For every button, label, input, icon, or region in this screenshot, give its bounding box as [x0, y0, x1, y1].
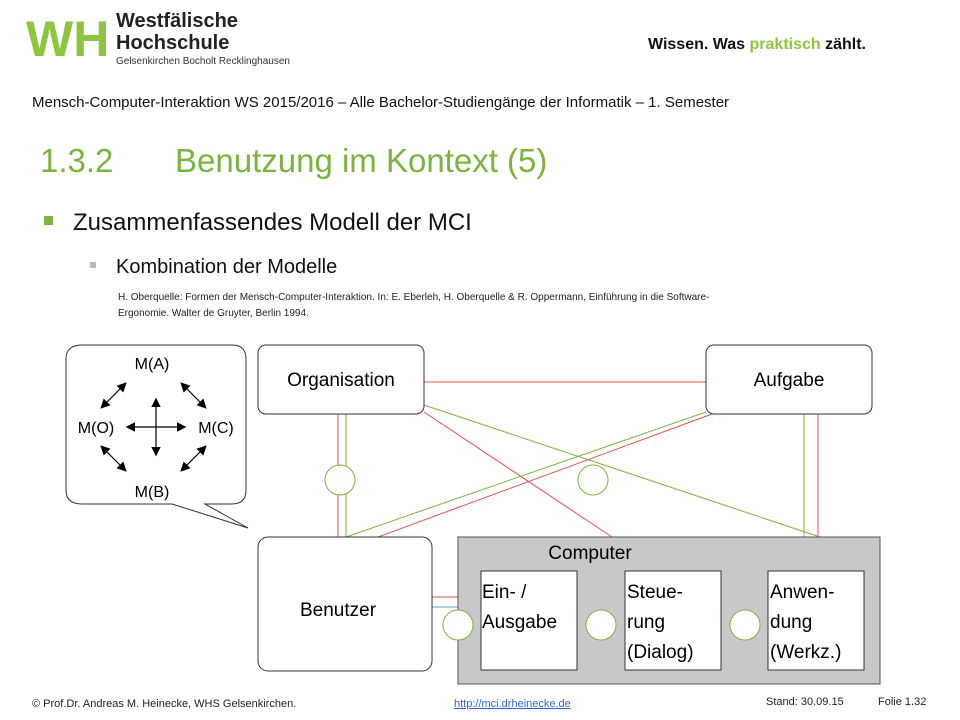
io-label-line2: Ausgabe	[482, 612, 557, 633]
benutzer-box	[257, 536, 433, 672]
benutzer-label: Benutzer	[300, 600, 377, 621]
slogan-part3: zählt.	[820, 36, 866, 53]
dialog-label-line2: rung	[627, 612, 665, 633]
organisation-box	[257, 344, 425, 415]
bubble-label-m-a: M(A)	[135, 356, 170, 373]
footer-stand: Stand: 30.09.15	[766, 696, 844, 708]
bullet-level2: Kombination der Modelle	[90, 256, 337, 279]
footer-link[interactable]: http://mci.drheinecke.de	[454, 698, 571, 710]
section-number: 1.3.2	[40, 142, 114, 179]
arrow-a-c	[180, 382, 207, 409]
university-name-line2: Hochschule	[116, 32, 230, 54]
line-org-computer-red	[423, 411, 613, 538]
io-box	[480, 570, 578, 671]
io-label-line1: Ein- /	[482, 582, 527, 603]
bullet-square-icon	[44, 216, 53, 226]
bubble-label-m-b: M(B)	[135, 484, 170, 501]
interface-circle-io-dialog	[585, 609, 617, 641]
interface-circle-user-io	[442, 609, 474, 641]
line-org-computer-green	[423, 404, 821, 538]
section-title: Benutzung im Kontext (5)	[175, 142, 548, 179]
dialog-label-line1: Steue-	[627, 582, 683, 603]
bullet-level1-text: Zusammenfassendes Modell der MCI	[73, 209, 472, 236]
bullet-square-small-icon	[90, 261, 96, 268]
slogan-highlight: praktisch	[749, 36, 821, 53]
footer-slide-number: Folie 1.32	[878, 696, 927, 708]
dialog-label-line3: (Dialog)	[627, 642, 694, 663]
university-cities: Gelsenkirchen Bocholt Recklinghausen	[116, 56, 290, 67]
interface-circle-org	[324, 464, 356, 496]
arrow-a-o	[100, 382, 127, 409]
app-label-line1: Anwen-	[770, 582, 834, 603]
footer-copyright: © Prof.Dr. Andreas M. Heinecke, WHS Gels…	[32, 698, 297, 710]
bubble-arrows	[100, 382, 207, 472]
slide-heading: 1.3.2 Benutzung im Kontext (5)	[40, 142, 547, 180]
organisation-label: Organisation	[287, 370, 395, 391]
university-logo: WH	[26, 11, 109, 67]
app-label-line3: (Werkz.)	[770, 642, 841, 663]
line-aufgabe-benutzer-red	[377, 413, 713, 538]
reference-line1: H. Oberquelle: Formen der Mensch-Compute…	[118, 292, 710, 303]
bubble-label-m-o: M(O)	[78, 420, 114, 437]
connection-lines	[337, 381, 821, 608]
computer-label: Computer	[548, 543, 632, 564]
bullet-level1: Zusammenfassendes Modell der MCI	[44, 209, 472, 237]
app-label-line2: dung	[770, 612, 812, 633]
interface-circle-dialog-app	[729, 609, 761, 641]
reference: H. Oberquelle: Formen der Mensch-Compute…	[118, 290, 918, 322]
university-name: Westfälische Hochschule	[116, 10, 238, 54]
aufgabe-label: Aufgabe	[754, 370, 825, 391]
slogan-part1: Wissen. Was	[648, 36, 750, 53]
arrow-o-b	[100, 445, 127, 472]
slogan: Wissen. Was praktisch zählt.	[648, 36, 866, 54]
aufgabe-box	[705, 344, 873, 415]
logo-letters: WH	[26, 11, 109, 67]
bubble-label-m-c: M(C)	[198, 420, 234, 437]
university-name-line1: Westfälische	[116, 10, 238, 32]
arrow-c-b	[180, 445, 207, 472]
bullet-level2-text: Kombination der Modelle	[116, 256, 338, 278]
reference-line2: Ergonomie. Walter de Gruyter, Berlin 199…	[118, 308, 309, 319]
interface-circle-cross	[577, 464, 609, 496]
line-aufgabe-benutzer-green	[345, 411, 707, 538]
dialog-box	[624, 570, 722, 671]
app-box	[767, 570, 865, 671]
course-title: Mensch-Computer-Interaktion WS 2015/2016…	[32, 94, 730, 111]
